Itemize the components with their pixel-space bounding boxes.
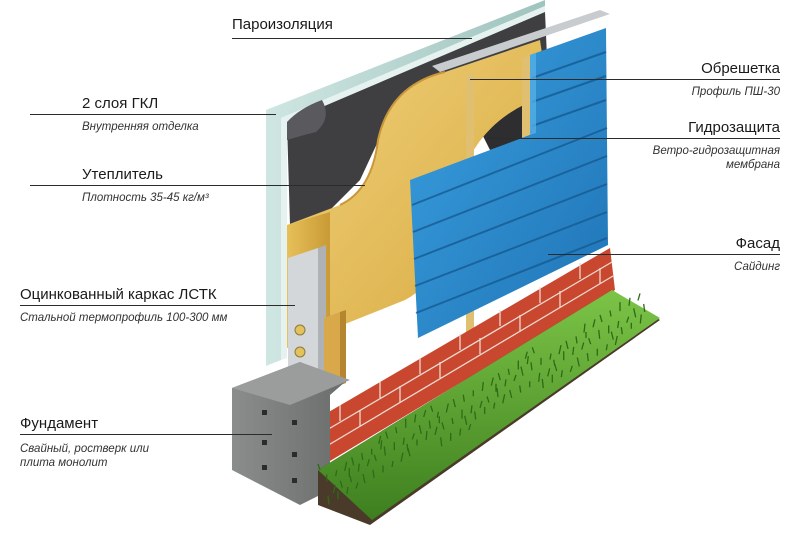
label-facade-subtitle: Сайдинг — [734, 261, 780, 273]
label-facade-title: Фасад — [735, 235, 780, 252]
leader-line-foundation — [20, 434, 272, 435]
leader-line-drywall — [30, 114, 276, 115]
label-frame-subtitle: Стальной термопрофиль 100-300 мм — [20, 312, 228, 324]
label-insulation-title: Утеплитель — [82, 166, 163, 183]
leader-line-waterproofing — [490, 138, 780, 139]
label-battens-subtitle: Профиль ПШ-30 — [691, 86, 780, 98]
label-foundation-subtitle-1: Свайный, ростверк или — [20, 443, 149, 455]
label-waterproofing-subtitle-1: Ветро-гидрозащитная — [652, 145, 780, 157]
label-insulation-subtitle: Плотность 35-45 кг/м³ — [82, 192, 209, 204]
label-drywall-subtitle: Внутренняя отделка — [82, 121, 199, 133]
label-waterproofing-title: Гидрозащита — [688, 119, 780, 136]
siding-facade — [410, 28, 608, 338]
leader-line-insulation — [30, 185, 365, 186]
concrete-foundation — [232, 362, 350, 505]
label-foundation-title: Фундамент — [20, 415, 99, 432]
drywall-layer — [266, 0, 545, 366]
leader-line-vapor-barrier — [232, 38, 472, 39]
label-battens-title: Обрешетка — [701, 60, 780, 77]
leader-line-frame — [20, 305, 295, 306]
label-vapor-barrier-title: Пароизоляция — [232, 16, 333, 33]
label-foundation-subtitle-2: плита монолит — [20, 457, 108, 469]
ground-grass — [317, 290, 660, 525]
leader-line-battens — [470, 79, 780, 80]
battens-profile — [324, 55, 530, 390]
leader-line-facade — [548, 254, 780, 255]
label-drywall-title: 2 слоя ГКЛ — [82, 95, 159, 112]
label-frame-title: Оцинкованный каркас ЛСТК — [20, 286, 217, 303]
label-waterproofing-subtitle-2: мембрана — [725, 159, 780, 171]
